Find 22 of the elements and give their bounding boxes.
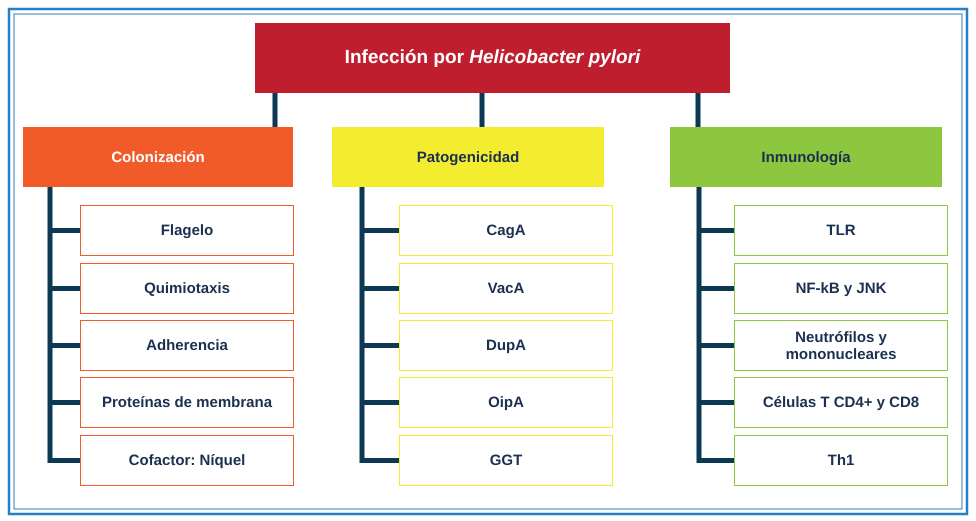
category-node: Colonización [23,127,293,187]
item-node: OipA [399,377,613,428]
item-node: Proteínas de membrana [80,377,294,428]
item-node: CagA [399,205,613,256]
item-node: Adherencia [80,320,294,371]
item-node: Quimiotaxis [80,263,294,314]
item-node: GGT [399,435,613,486]
item-node: Cofactor: Níquel [80,435,294,486]
category-node: Inmunología [670,127,942,187]
connector-line [272,93,278,127]
item-node: Células T CD4+ y CD8 [734,377,948,428]
item-node: VacA [399,263,613,314]
item-node: NF-kB y JNK [734,263,948,314]
item-node: Flagelo [80,205,294,256]
item-node: DupA [399,320,613,371]
category-node: Patogenicidad [332,127,604,187]
connector-line [480,93,484,127]
item-node: Neutrófilos y mononucleares [734,320,948,371]
item-node: Th1 [734,435,948,486]
item-node: TLR [734,205,948,256]
root-node: Infección por Helicobacter pylori [255,23,730,93]
connector-line [696,93,700,127]
